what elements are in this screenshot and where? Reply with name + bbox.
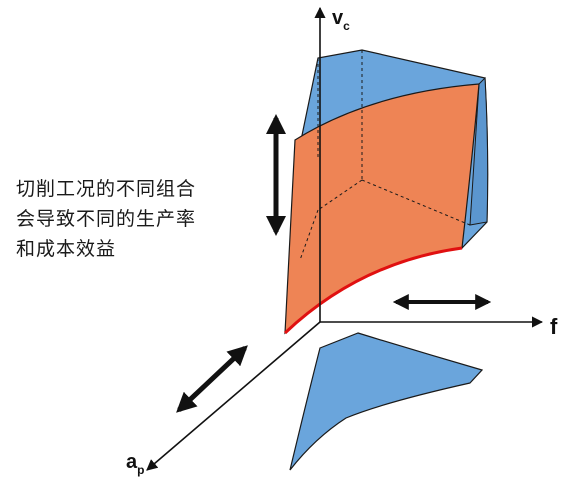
- description-line-1: 切削工况的不同组合: [16, 178, 197, 200]
- description-text: 切削工况的不同组合 会导致不同的生产率 和成本效益: [16, 174, 226, 264]
- projected-blue-region: [289, 332, 484, 471]
- axis-label-f: f: [550, 314, 558, 339]
- description-line-3: 和成本效益: [16, 238, 117, 260]
- depth-axis: [146, 321, 321, 471]
- description-line-2: 会导致不同的生产率: [16, 208, 197, 230]
- hidden-edges: [299, 50, 471, 261]
- diagonal-double-arrow: [176, 345, 248, 413]
- right-side-face: [469, 76, 489, 226]
- axis-label-vc: vc: [332, 7, 350, 33]
- red-edge-curve: [283, 246, 463, 335]
- axis-label-ap: ap: [126, 451, 144, 477]
